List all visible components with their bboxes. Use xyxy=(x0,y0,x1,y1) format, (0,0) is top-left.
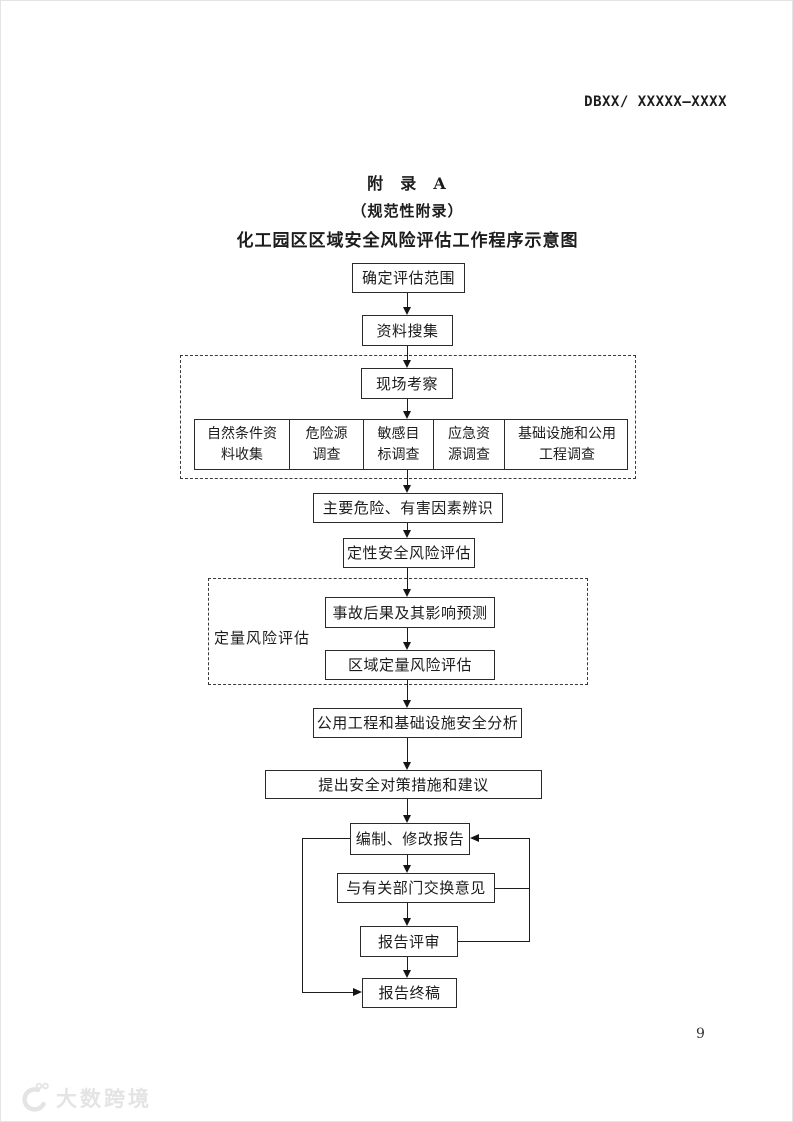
node-regional-quantitative-assessment: 区域定量风险评估 xyxy=(325,650,495,680)
quantitative-group-frame xyxy=(208,578,588,685)
feedback-loop-review-segment xyxy=(458,941,530,942)
node-utility-infrastructure-analysis: 公用工程和基础设施安全分析 xyxy=(313,708,522,738)
feedback-loop-top-segment xyxy=(479,838,530,839)
arrow-report-to-exchange xyxy=(403,855,412,873)
survey-cell-infrastructure-utilities: 基础设施和公用 工程调查 xyxy=(518,425,616,463)
arrow-countermeasures-to-report xyxy=(403,799,412,823)
arrow-scope-to-collection xyxy=(403,293,412,315)
arrow-qualitative-to-consequence xyxy=(403,568,412,597)
title-block: 附 录 A （规范性附录） 化工园区区域安全风险评估工作程序示意图 xyxy=(22,170,793,251)
node-report-final: 报告终稿 xyxy=(362,978,457,1008)
arrow-consequence-to-regional xyxy=(403,628,412,650)
node-report-review: 报告评审 xyxy=(360,926,458,957)
appendix-title: 附 录 A xyxy=(367,174,448,193)
arrow-hazard-to-qualitative xyxy=(403,523,412,538)
node-site-survey: 现场考察 xyxy=(361,368,453,399)
standard-code: DBXX/ XXXXX—XXXX xyxy=(584,94,727,110)
node-determine-scope: 确定评估范围 xyxy=(352,263,465,293)
node-consequence-prediction: 事故后果及其影响预测 xyxy=(325,597,495,628)
figure-title: 化工园区区域安全风险评估工作程序示意图 xyxy=(236,231,579,251)
node-hazard-identification: 主要危险、有害因素辨识 xyxy=(313,493,503,523)
node-exchange-opinions: 与有关部门交换意见 xyxy=(337,873,495,903)
arrow-regional-to-utility xyxy=(403,680,412,708)
arrow-utility-to-countermeasures xyxy=(403,738,412,770)
arrow-review-to-final xyxy=(403,957,412,978)
survey-cell-hazard-sources: 危险源 调查 xyxy=(290,420,364,469)
node-qualitative-assessment: 定性安全风险评估 xyxy=(343,538,475,568)
bypass-arrowhead-into-final xyxy=(353,988,362,996)
survey-items-row: 自然条件资 料收集 危险源 调查 敏感目 标调查 应急资 源调查 基础设施和公用… xyxy=(194,419,628,470)
feedback-loop-right-line xyxy=(529,839,530,942)
survey-cell-natural-conditions: 自然条件资 料收集 xyxy=(195,420,290,469)
arrow-exchange-to-review xyxy=(403,903,412,926)
node-data-collection: 资料搜集 xyxy=(362,315,453,346)
watermark-logo-icon xyxy=(14,1080,50,1116)
feedback-loop-exchange-segment xyxy=(495,888,530,889)
quantitative-group-label: 定量风险评估 xyxy=(214,629,311,647)
site-survey-group-frame xyxy=(180,355,636,479)
page-number: 9 xyxy=(696,1026,705,1042)
survey-cell-sensitive-targets: 敏感目 标调查 xyxy=(364,420,434,469)
node-report-compile-revise: 编制、修改报告 xyxy=(350,823,470,855)
arrow-collection-to-survey xyxy=(403,346,412,368)
bypass-loop-bottom-segment xyxy=(302,992,353,993)
bypass-loop-left-line xyxy=(302,838,303,992)
node-safety-countermeasures: 提出安全对策措施和建议 xyxy=(265,770,542,799)
appendix-subtitle: （规范性附录） xyxy=(351,202,464,220)
watermark: 大数跨境 xyxy=(14,1080,152,1116)
watermark-text: 大数跨境 xyxy=(56,1087,152,1111)
arrow-survey-to-items xyxy=(403,399,412,419)
arrow-items-to-hazard xyxy=(403,470,412,493)
feedback-arrowhead-into-report xyxy=(470,834,479,842)
bypass-loop-top-segment xyxy=(302,838,350,839)
survey-cell-emergency-resources: 应急资 源调查 xyxy=(434,420,505,469)
